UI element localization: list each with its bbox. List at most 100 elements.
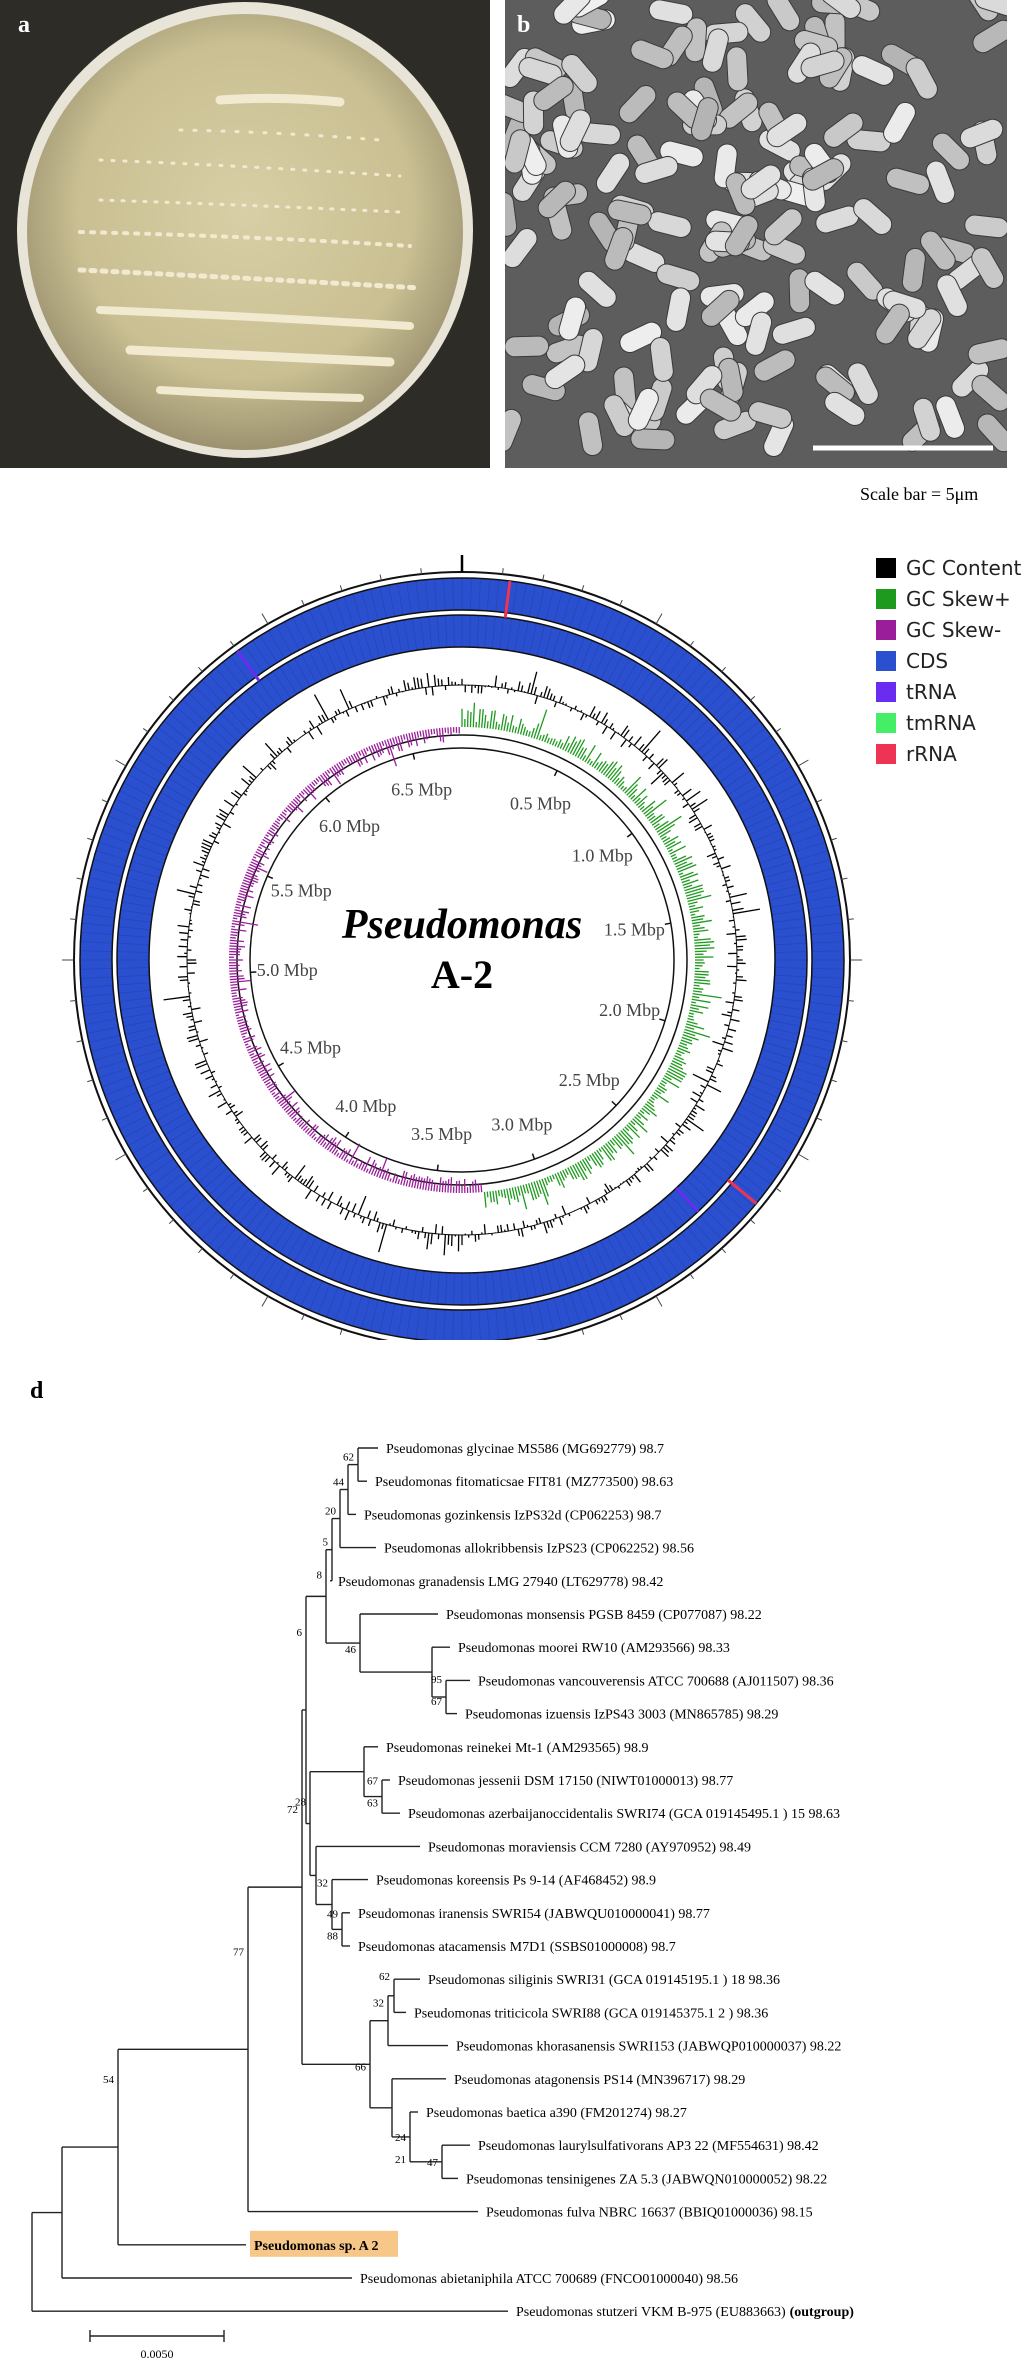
taxon-label: Pseudomonas fitomaticsae FIT81 (MZ773500… bbox=[375, 1475, 673, 1490]
bootstrap-value: 95 bbox=[431, 1674, 443, 1686]
taxon-label: Pseudomonas triticicola SWRI88 (GCA 0191… bbox=[414, 2006, 768, 2021]
genome-tick-label: 3.5 Mbp bbox=[411, 1124, 472, 1144]
bootstrap-value: 67 bbox=[367, 1776, 379, 1788]
genome-tick-label: 0.5 Mbp bbox=[510, 794, 571, 814]
panel-b-sem-photo: b bbox=[505, 0, 1007, 468]
panel-d-label: d bbox=[30, 1378, 44, 1404]
taxon-label: Pseudomonas moraviensis CCM 7280 (AY9709… bbox=[428, 1840, 751, 1855]
genome-legend: GC Content GC Skew+ GC Skew- CDS tRNA tmRNA rR… bbox=[876, 552, 1021, 769]
bootstrap-value: 32 bbox=[373, 1998, 384, 2010]
legend-label: tRNA bbox=[906, 679, 957, 704]
taxon-label: Pseudomonas granadensis LMG 27940 (LT629… bbox=[338, 1575, 663, 1590]
legend-label: tmRNA bbox=[906, 710, 976, 735]
legend-item: GC Skew- bbox=[876, 614, 1021, 645]
taxon-label: Pseudomonas azerbaijanoccidentalis SWRI7… bbox=[408, 1807, 840, 1822]
taxon-label: Pseudomonas atacamensis M7D1 (SSBS010000… bbox=[358, 1940, 676, 1955]
bootstrap-value: 6 bbox=[297, 1627, 303, 1639]
legend-label: GC Skew- bbox=[906, 617, 1002, 642]
bootstrap-value: 54 bbox=[103, 2074, 115, 2086]
taxon-label: Pseudomonas laurylsulfativorans AP3 22 (… bbox=[478, 2139, 819, 2154]
genome-tick-label: 4.5 Mbp bbox=[280, 1038, 341, 1058]
legend-swatch bbox=[876, 712, 896, 733]
legend-swatch bbox=[876, 619, 896, 640]
genome-tick-label: 6.5 Mbp bbox=[391, 780, 452, 800]
bootstrap-value: 28 bbox=[295, 1797, 307, 1809]
legend-label: GC Skew+ bbox=[906, 586, 1011, 611]
legend-swatch bbox=[876, 557, 896, 578]
legend-swatch bbox=[876, 650, 896, 671]
taxon-label: Pseudomonas glycinae MS586 (MG692779) 98… bbox=[386, 1442, 664, 1457]
panel-b-label: b bbox=[517, 12, 531, 38]
legend-item: GC Skew+ bbox=[876, 583, 1021, 614]
bootstrap-value: 8 bbox=[317, 1569, 323, 1581]
bootstrap-value: 47 bbox=[427, 2157, 439, 2169]
bootstrap-value: 5 bbox=[323, 1537, 329, 1549]
taxon-label: Pseudomonas iranensis SWRI54 (JABWQU0100… bbox=[358, 1907, 710, 1922]
genome-tick-label: 5.5 Mbp bbox=[271, 881, 332, 901]
genome-tick-label: 1.0 Mbp bbox=[572, 845, 633, 865]
taxon-label: Pseudomonas stutzeri VKM B-975 (EU883663… bbox=[516, 2305, 854, 2320]
legend-item: tmRNA bbox=[876, 707, 1021, 738]
panel-a-plate-photo: a bbox=[0, 0, 490, 468]
taxon-label: Pseudomonas monsensis PGSB 8459 (CP07708… bbox=[446, 1608, 762, 1623]
genome-tick-label: 4.0 Mbp bbox=[335, 1096, 396, 1116]
legend-item: CDS bbox=[876, 645, 1021, 676]
legend-swatch bbox=[876, 588, 896, 609]
taxon-label: Pseudomonas izuensis IzPS43 3003 (MN8657… bbox=[465, 1708, 778, 1723]
sem-image bbox=[505, 0, 1007, 468]
genome-tick-label: 2.5 Mbp bbox=[559, 1070, 620, 1090]
bootstrap-value: 49 bbox=[327, 1908, 339, 1920]
bootstrap-value: 24 bbox=[395, 2132, 407, 2144]
taxon-label: Pseudomonas fulva NBRC 16637 (BBIQ010000… bbox=[486, 2206, 813, 2221]
legend-label: rRNA bbox=[906, 741, 957, 766]
bootstrap-value: 21 bbox=[395, 2154, 406, 2166]
taxon-label: Pseudomonas gozinkensis IzPS32d (CP06225… bbox=[364, 1508, 662, 1523]
genome-tick-label: 6.0 Mbp bbox=[319, 816, 380, 836]
bootstrap-value: 77 bbox=[233, 1946, 245, 1958]
bootstrap-value: 66 bbox=[355, 2061, 367, 2073]
taxon-label: Pseudomonas allokribbensis IzPS23 (CP062… bbox=[384, 1542, 694, 1557]
highlight-box bbox=[250, 2230, 398, 2257]
genome-tick-label: 1.5 Mbp bbox=[604, 920, 665, 940]
bootstrap-value: 32 bbox=[317, 1878, 328, 1890]
taxon-label: Pseudomonas jessenii DSM 17150 (NIWT0100… bbox=[398, 1774, 733, 1789]
scale-caption: Scale bar = 5μm bbox=[860, 484, 979, 504]
legend-swatch bbox=[876, 743, 896, 764]
taxon-label: Pseudomonas abietaniphila ATCC 700689 (F… bbox=[360, 2272, 738, 2287]
bootstrap-value: 88 bbox=[327, 1930, 339, 1942]
legend-label: CDS bbox=[906, 648, 949, 673]
circular-genome-map: 0.5 Mbp 1.0 Mbp 1.5 Mbp 2.0 Mbp 2.5 Mbp 3.0 M… bbox=[62, 555, 862, 1340]
taxon-label: Pseudomonas baetica a390 (FM201274) 98.2… bbox=[426, 2106, 687, 2121]
panel-a-label: a bbox=[18, 12, 30, 38]
genome-tick-label: 2.0 Mbp bbox=[599, 1000, 660, 1020]
legend-item: rRNA bbox=[876, 738, 1021, 769]
bootstrap-value: 67 bbox=[431, 1696, 443, 1708]
taxon-label: Pseudomonas moorei RW10 (AM293566) 98.33 bbox=[458, 1641, 730, 1656]
taxon-label: Pseudomonas khorasanensis SWRI153 (JABWQ… bbox=[456, 2040, 841, 2055]
phylogenetic-tree: Pseudomonas glycinae MS586 (MG692779) 98… bbox=[31, 1442, 854, 2361]
tree-scale-label: 0.0050 bbox=[141, 2347, 174, 2361]
bootstrap-value: 72 bbox=[287, 1804, 298, 1816]
genome-tick-label: 3.0 Mbp bbox=[491, 1114, 552, 1134]
taxon-label: Pseudomonas atagonensis PS14 (MN396717) … bbox=[454, 2073, 745, 2088]
bootstrap-value: 63 bbox=[367, 1798, 379, 1810]
taxon-label: Pseudomonas siliginis SWRI31 (GCA 019145… bbox=[428, 1973, 780, 1988]
taxon-label: Pseudomonas tensinigenes ZA 5.3 (JABWQN0… bbox=[466, 2172, 827, 2187]
genome-tick-label: 5.0 Mbp bbox=[257, 960, 318, 980]
plate-image bbox=[0, 0, 490, 468]
bootstrap-value: 62 bbox=[343, 1452, 354, 1464]
bootstrap-value: 62 bbox=[379, 1971, 390, 1983]
legend-item: GC Content bbox=[876, 552, 1021, 583]
legend-swatch bbox=[876, 681, 896, 702]
bootstrap-value: 44 bbox=[333, 1477, 345, 1489]
taxon-label: Pseudomonas vancouverensis ATCC 700688 (… bbox=[478, 1674, 834, 1689]
genome-strain: A-2 bbox=[431, 952, 493, 997]
taxon-label: Pseudomonas reinekei Mt-1 (AM293565) 98.… bbox=[386, 1741, 648, 1756]
legend-item: tRNA bbox=[876, 676, 1021, 707]
bootstrap-value: 20 bbox=[325, 1506, 337, 1518]
legend-label: GC Content bbox=[906, 555, 1022, 580]
bootstrap-value: 46 bbox=[345, 1644, 357, 1656]
taxon-label: Pseudomonas sp. A 2 bbox=[254, 2239, 378, 2254]
taxon-label: Pseudomonas koreensis Ps 9-14 (AF468452)… bbox=[376, 1874, 656, 1889]
genome-title: Pseudomonas bbox=[341, 902, 582, 948]
